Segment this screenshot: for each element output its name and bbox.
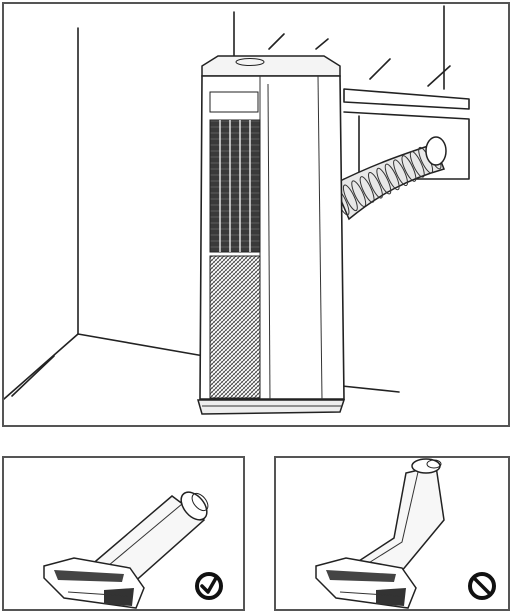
wrong-hose-panel	[274, 456, 510, 611]
correct-hose-panel	[2, 456, 245, 611]
room-scene	[4, 4, 510, 427]
check-circle-icon	[4, 458, 245, 611]
main-illustration-panel	[2, 2, 510, 427]
air-conditioner-unit	[198, 56, 344, 414]
prohibited-circle-icon	[276, 458, 510, 611]
exhaust-hose	[332, 137, 446, 219]
